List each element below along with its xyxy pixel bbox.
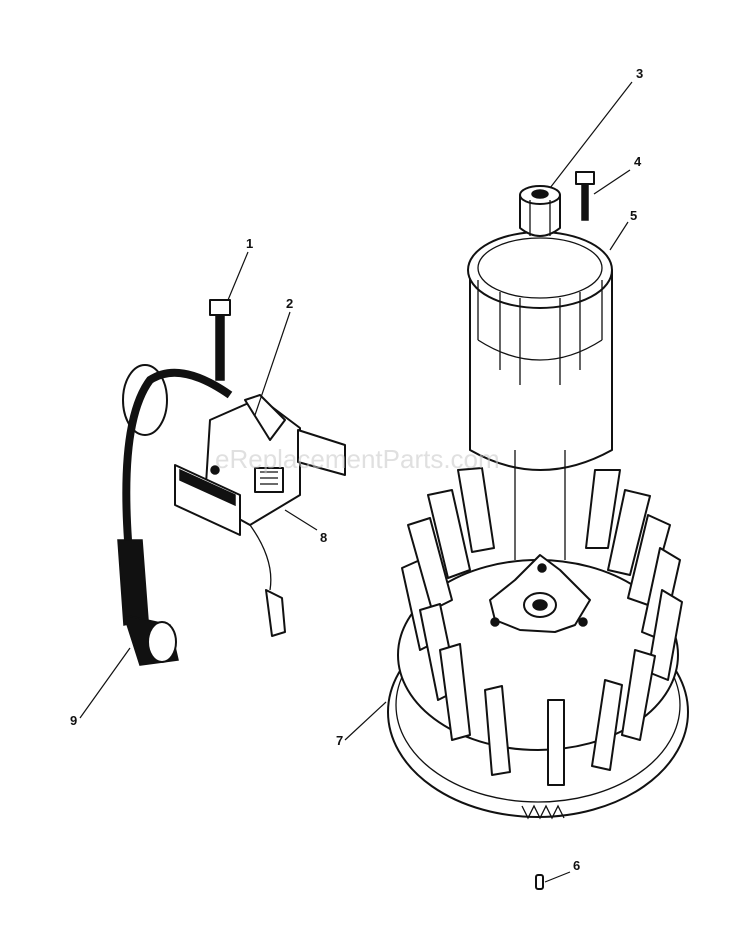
ignition-module — [174, 394, 346, 637]
callout-3: 3 — [636, 66, 643, 81]
callout-8: 8 — [320, 530, 327, 545]
callout-2: 2 — [286, 296, 293, 311]
leader-lines — [79, 81, 633, 883]
callout-5: 5 — [630, 208, 637, 223]
bolt-4 — [575, 171, 595, 221]
flywheel — [387, 467, 689, 820]
callout-6: 6 — [573, 858, 580, 873]
flywheel-nut — [519, 185, 561, 237]
bolt-1 — [209, 299, 231, 381]
callout-9: 9 — [70, 713, 77, 728]
starter-cup — [467, 231, 613, 560]
flywheel-key — [535, 874, 544, 890]
callout-1: 1 — [246, 236, 253, 251]
callout-4: 4 — [634, 154, 642, 169]
watermark: eReplacementParts.com — [215, 444, 500, 474]
spark-plug-lead — [117, 364, 233, 666]
callout-labels: 1 2 3 4 5 6 7 8 9 — [70, 66, 643, 873]
callout-7: 7 — [336, 733, 343, 748]
